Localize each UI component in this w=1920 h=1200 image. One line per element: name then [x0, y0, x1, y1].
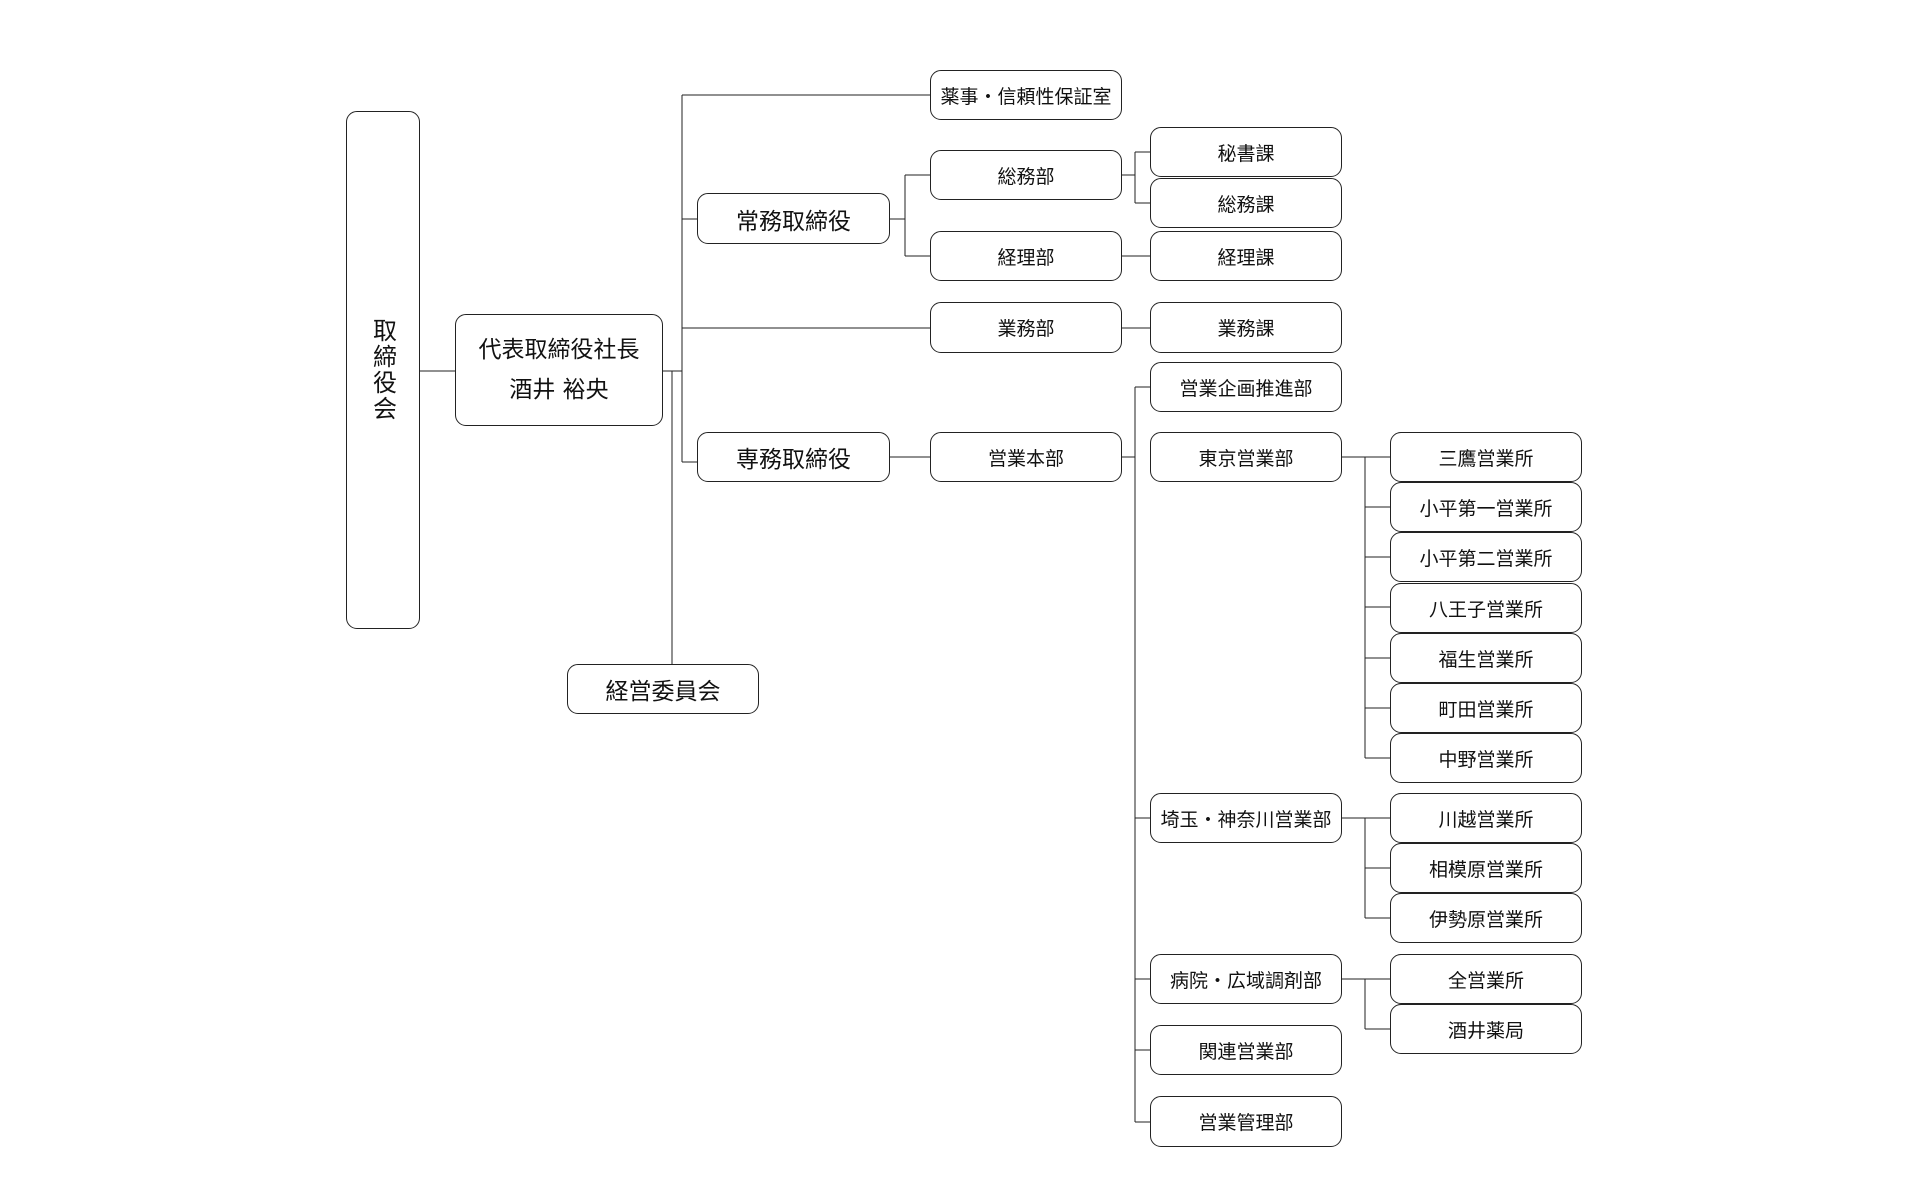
- board-label: 取締役会: [368, 318, 397, 422]
- tokyo-office-box: 中野営業所: [1390, 733, 1582, 783]
- saitama-kanagawa-office-box: 伊勢原営業所: [1390, 893, 1582, 943]
- managing-director-label: 常務取締役: [736, 208, 851, 235]
- operations-section-box: 業務課: [1150, 302, 1342, 353]
- senior-managing-director-box: 専務取締役: [697, 432, 890, 482]
- operations-dept-label: 業務部: [997, 318, 1055, 340]
- tokyo-office-box: 福生営業所: [1390, 633, 1582, 683]
- saitama-kanagawa-sales-dept-box: 埼玉・神奈川営業部: [1150, 793, 1342, 843]
- management-committee-label: 経営委員会: [605, 679, 721, 705]
- general-affairs-section-box: 総務課: [1150, 178, 1342, 228]
- general-affairs-section-label: 総務課: [1217, 193, 1275, 216]
- accounting-dept-label: 経理部: [997, 246, 1055, 269]
- hospital-dispensing-office-box: 酒井薬局: [1390, 1004, 1582, 1054]
- hospital-dispensing-dept-box: 病院・広域調剤部: [1150, 954, 1342, 1004]
- pharma-reliability-label: 薬事・信頼性保証室: [940, 85, 1112, 108]
- accounting-section-box: 経理課: [1150, 231, 1342, 281]
- president-title: 代表取締役社長: [478, 337, 640, 363]
- operations-dept-box: 業務部: [930, 302, 1122, 353]
- managing-director-box: 常務取締役: [697, 193, 890, 244]
- tokyo-office-label: 福生営業所: [1438, 648, 1534, 671]
- sales-planning-dept-label: 営業企画推進部: [1179, 377, 1313, 400]
- general-affairs-dept-label: 総務部: [997, 165, 1055, 188]
- sales-planning-dept-box: 営業企画推進部: [1150, 362, 1342, 412]
- sales-hq-box: 営業本部: [930, 432, 1122, 482]
- tokyo-office-label: 小平第二営業所: [1419, 547, 1553, 570]
- tokyo-office-box: 町田営業所: [1390, 683, 1582, 733]
- board-box: 取締役会: [346, 111, 420, 629]
- saitama-kanagawa-office-box: 相模原営業所: [1390, 843, 1582, 893]
- tokyo-office-label: 八王子営業所: [1428, 598, 1543, 621]
- saitama-kanagawa-sales-dept-label: 埼玉・神奈川営業部: [1160, 808, 1332, 831]
- tokyo-office-label: 三鷹営業所: [1438, 447, 1534, 470]
- hospital-dispensing-office-box: 全営業所: [1390, 954, 1582, 1004]
- tokyo-sales-dept-box: 東京営業部: [1150, 432, 1342, 482]
- tokyo-sales-dept-label: 東京営業部: [1198, 447, 1294, 470]
- hospital-dispensing-office-label: 酒井薬局: [1447, 1019, 1524, 1042]
- sales-hq-label: 営業本部: [987, 447, 1064, 470]
- tokyo-office-label: 小平第一営業所: [1419, 497, 1553, 520]
- saitama-kanagawa-office-label: 相模原営業所: [1428, 858, 1543, 881]
- hospital-dispensing-dept-label: 病院・広域調剤部: [1169, 969, 1322, 992]
- operations-section-label: 業務課: [1217, 318, 1275, 340]
- secretary-section-box: 秘書課: [1150, 127, 1342, 177]
- tokyo-office-box: 三鷹営業所: [1390, 432, 1582, 482]
- tokyo-office-box: 八王子営業所: [1390, 583, 1582, 633]
- sales-management-dept-box: 営業管理部: [1150, 1096, 1342, 1147]
- accounting-section-label: 経理課: [1217, 246, 1275, 269]
- management-committee-box: 経営委員会: [567, 664, 759, 714]
- saitama-kanagawa-office-box: 川越営業所: [1390, 793, 1582, 843]
- pharma-reliability-box: 薬事・信頼性保証室: [930, 70, 1122, 120]
- secretary-section-label: 秘書課: [1217, 142, 1275, 165]
- related-sales-dept-label: 関連営業部: [1198, 1040, 1294, 1063]
- tokyo-office-label: 町田営業所: [1438, 698, 1534, 721]
- general-affairs-dept-box: 総務部: [930, 150, 1122, 200]
- president-box: 代表取締役社長 酒井 裕央: [455, 314, 663, 426]
- senior-managing-director-label: 専務取締役: [736, 447, 851, 473]
- sales-management-dept-label: 営業管理部: [1198, 1112, 1294, 1134]
- tokyo-office-label: 中野営業所: [1438, 748, 1534, 771]
- president-name: 酒井 裕央: [509, 377, 609, 403]
- saitama-kanagawa-office-label: 川越営業所: [1438, 808, 1534, 831]
- hospital-dispensing-office-label: 全営業所: [1447, 969, 1524, 992]
- related-sales-dept-box: 関連営業部: [1150, 1025, 1342, 1075]
- tokyo-office-box: 小平第一営業所: [1390, 482, 1582, 532]
- tokyo-office-box: 小平第二営業所: [1390, 532, 1582, 582]
- saitama-kanagawa-office-label: 伊勢原営業所: [1428, 908, 1543, 931]
- accounting-dept-box: 経理部: [930, 231, 1122, 281]
